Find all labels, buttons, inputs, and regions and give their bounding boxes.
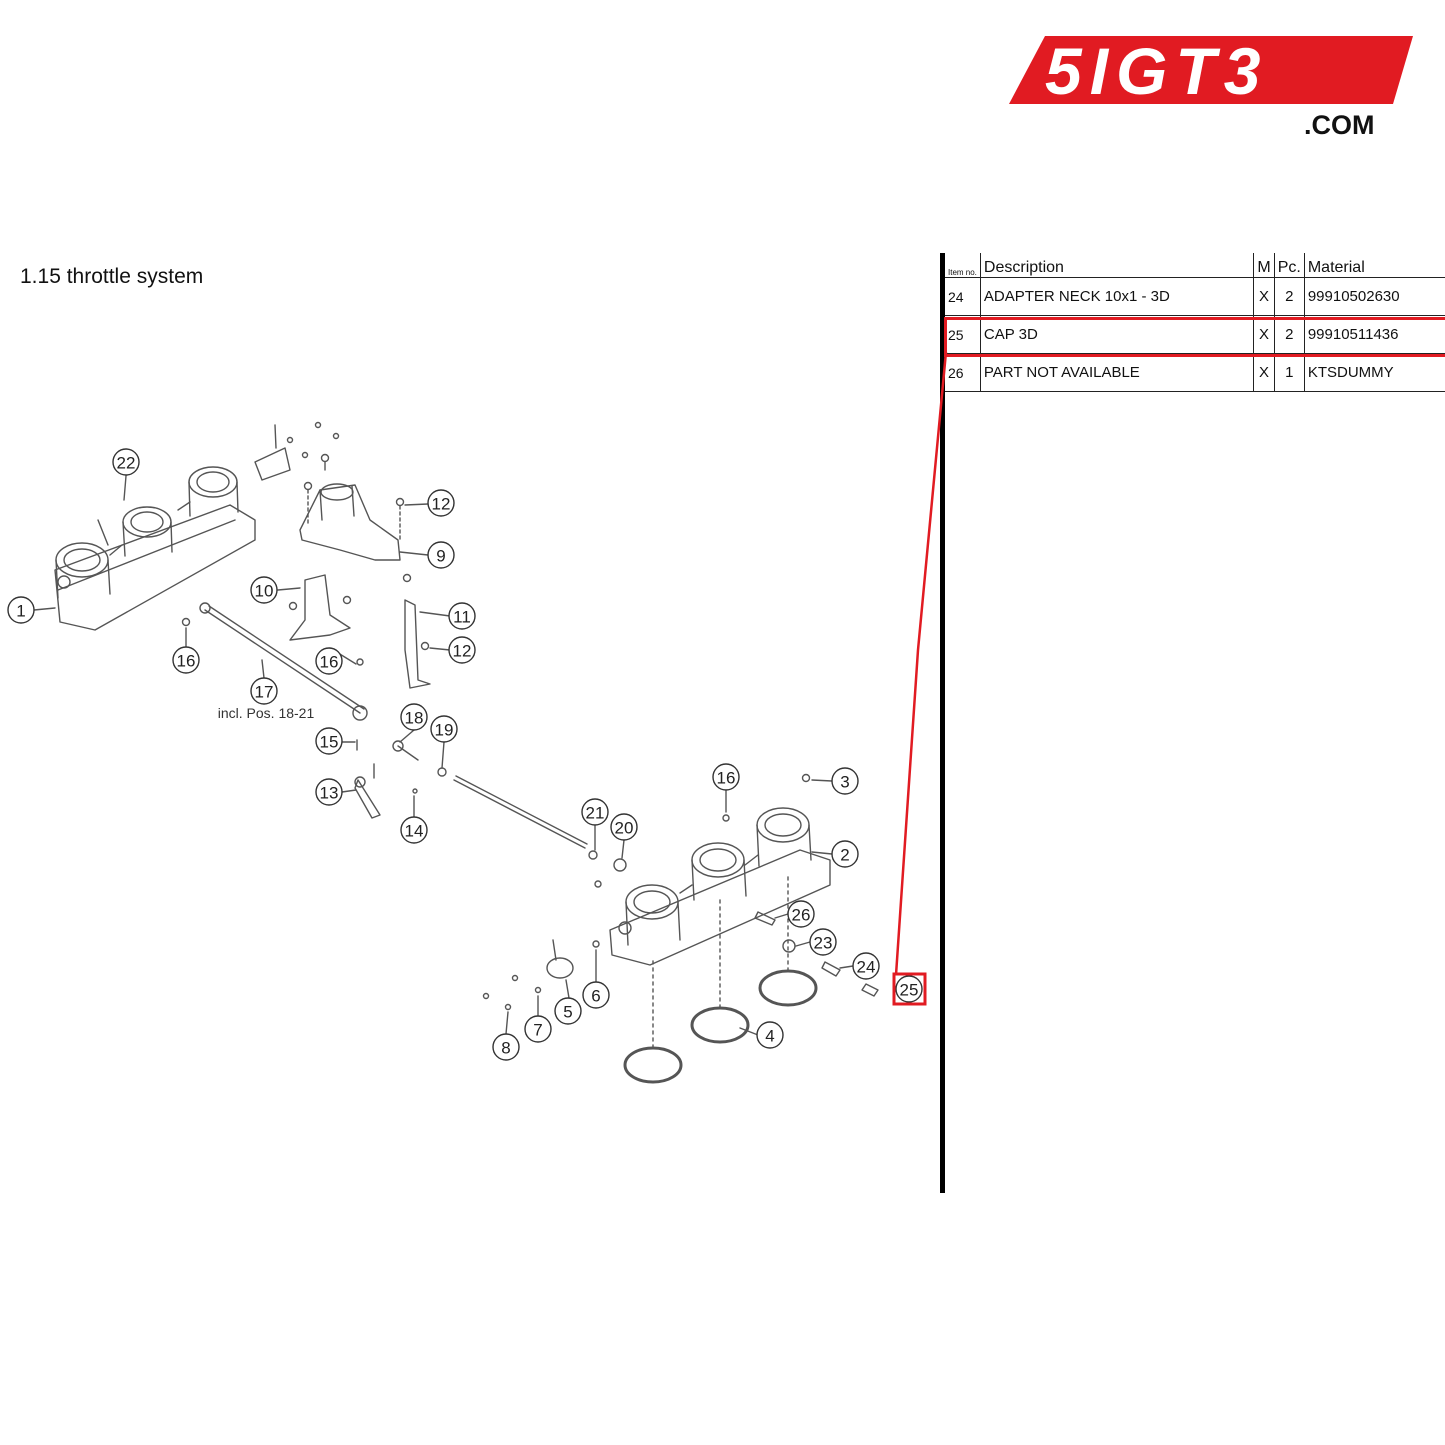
table-header-row: Item no. Description M Pc. Material (945, 253, 1445, 278)
callout-2: 2 (840, 846, 849, 865)
callout-9: 9 (436, 547, 445, 566)
cell-pc: 2 (1273, 315, 1305, 354)
sigt3-logo[interactable]: 5IGT3 (1005, 32, 1420, 147)
cell-pc: 1 (1273, 353, 1305, 392)
callout-12b: 12 (453, 642, 472, 661)
callout-15: 15 (320, 733, 339, 752)
table-row-highlighted[interactable]: 25 CAP 3D X 2 99910511436 (945, 315, 1445, 354)
callout-20: 20 (615, 819, 634, 838)
highlight-row-box (944, 317, 1445, 357)
callout-3: 3 (840, 773, 849, 792)
callout-13: 13 (320, 784, 339, 803)
callout-17: 17 (255, 683, 274, 702)
callout-10: 10 (255, 582, 274, 601)
page-divider (940, 253, 945, 1193)
logo-domain: .COM (1304, 110, 1375, 140)
header-m: M (1253, 253, 1275, 278)
callout-23: 23 (814, 934, 833, 953)
callout-5: 5 (563, 1003, 572, 1022)
table-row[interactable]: 26 PART NOT AVAILABLE X 1 KTSDUMMY (945, 353, 1445, 392)
callout-21: 21 (586, 804, 605, 823)
callout-22: 22 (117, 454, 136, 473)
cell-material: 99910511436 (1303, 315, 1445, 354)
callout-24: 24 (857, 958, 876, 977)
cell-description: CAP 3D (979, 315, 1254, 354)
exploded-diagram: 1 2 3 4 5 6 7 8 9 10 11 12 12 13 14 15 1… (7, 421, 923, 1084)
callout-26: 26 (792, 906, 811, 925)
callout-6: 6 (591, 987, 600, 1006)
callout-16b: 16 (320, 653, 339, 672)
cell-item-no: 26 (945, 353, 981, 392)
cell-item-no: 25 (945, 315, 981, 354)
svg-text:5IGT3: 5IGT3 (1045, 34, 1268, 108)
cell-material: KTSDUMMY (1303, 353, 1445, 392)
cell-m: X (1253, 277, 1275, 316)
callout-1: 1 (16, 602, 25, 621)
parts-table: Item no. Description M Pc. Material 24 A… (945, 253, 1445, 392)
cell-material: 99910502630 (1303, 277, 1445, 316)
diagram-note: incl. Pos. 18-21 (218, 705, 315, 721)
cell-m: X (1253, 315, 1275, 354)
callout-12a: 12 (432, 495, 451, 514)
header-item-no: Item no. (945, 253, 981, 278)
callout-8: 8 (501, 1039, 510, 1058)
table-row[interactable]: 24 ADAPTER NECK 10x1 - 3D X 2 9991050263… (945, 277, 1445, 316)
callout-16a: 16 (177, 652, 196, 671)
callout-25: 25 (900, 981, 919, 1000)
callout-18: 18 (405, 709, 424, 728)
callout-19: 19 (435, 721, 454, 740)
cell-m: X (1253, 353, 1275, 392)
cell-description: PART NOT AVAILABLE (979, 353, 1254, 392)
callout-7: 7 (533, 1021, 542, 1040)
callout-11: 11 (453, 608, 471, 627)
header-material: Material (1303, 253, 1445, 278)
callout-16c: 16 (717, 769, 736, 788)
cell-pc: 2 (1273, 277, 1305, 316)
cell-item-no: 24 (945, 277, 981, 316)
cell-description: ADAPTER NECK 10x1 - 3D (979, 277, 1254, 316)
section-title: 1.15 throttle system (20, 265, 204, 288)
callout-14: 14 (405, 822, 424, 841)
header-pc: Pc. (1273, 253, 1305, 278)
callout-4: 4 (765, 1027, 774, 1046)
header-description: Description (979, 253, 1254, 278)
